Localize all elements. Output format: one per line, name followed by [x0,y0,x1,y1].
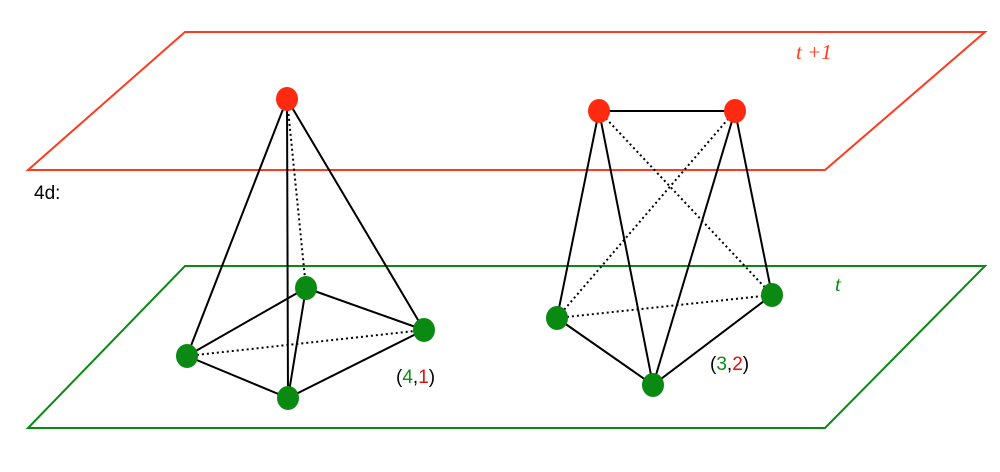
edge [305,287,425,331]
edge [652,294,773,386]
bottom-plane [25,265,988,429]
hidden-edge [186,329,425,357]
paren-open: ( [710,354,717,375]
simplex-left-label: (4,1) [396,367,435,388]
vertex-bottom [176,344,198,368]
edge [556,110,600,319]
count-top: 2 [732,354,743,375]
hidden-edge [556,294,773,319]
hidden-edge [598,110,773,296]
vertex-bottom [642,373,664,397]
edge [186,355,289,399]
vertex-bottom [277,386,299,410]
count-top: 1 [418,367,429,388]
hidden-edge [556,110,736,319]
edge [186,287,307,357]
vertex-bottom [546,306,568,330]
top-plane [25,31,988,171]
edge [652,110,736,386]
edge [598,110,654,386]
edge [286,98,289,399]
vertex-bottom [761,283,783,307]
simplex-right-label: (3,2) [710,354,749,375]
separator: , [727,354,732,375]
simplex-left-vertices [176,87,435,410]
edge [734,110,773,296]
top-plane-label: t +1 [796,40,832,64]
simplex-right-vertices [546,99,783,397]
vertex-top [588,99,610,123]
bottom-plane-label: t [835,272,842,296]
edge [286,98,425,331]
count-bottom: 4 [402,367,413,388]
edge [556,317,654,386]
paren-close: ) [743,354,749,375]
simplex-left [186,98,425,399]
vertex-bottom [413,318,435,342]
vertex-bottom [295,276,317,300]
edge [186,98,288,357]
vertex-top [724,99,746,123]
simplex-right [556,110,773,386]
paren-close: ) [429,367,435,388]
count-bottom: 3 [716,354,727,375]
vertex-top [276,87,298,111]
edge [287,329,425,399]
paren-open: ( [396,367,403,388]
hidden-edge [286,98,307,289]
dimension-label: 4d: [34,183,60,204]
separator: , [413,367,418,388]
